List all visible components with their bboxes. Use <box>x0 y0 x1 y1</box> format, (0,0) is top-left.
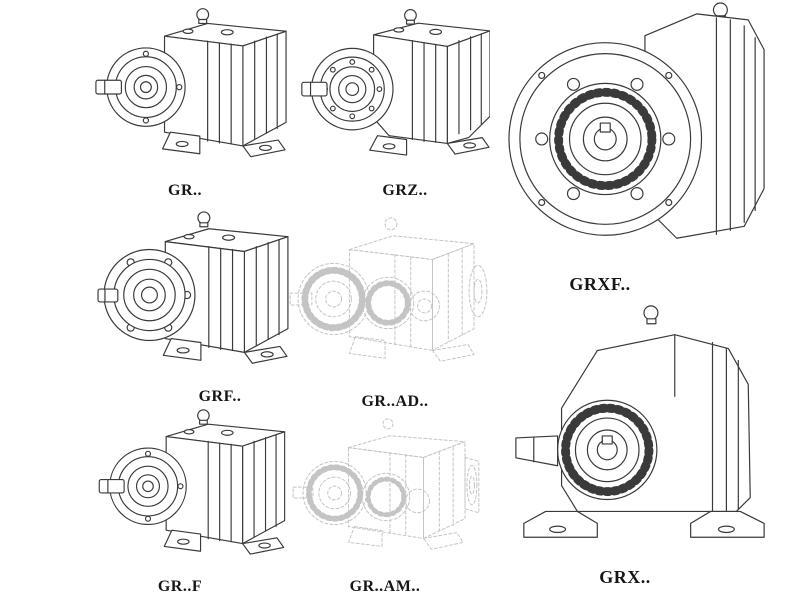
gr-f-input-shaft <box>98 479 125 494</box>
figure-gr-f <box>92 406 290 578</box>
gr-input-shaft <box>95 79 122 95</box>
figure-label-grxf: GRXF.. <box>569 274 631 294</box>
gr-ad-input-shaft <box>289 292 313 306</box>
gearbox-illustration-grx <box>515 305 765 538</box>
gr-am-gears <box>302 460 430 526</box>
gearbox-illustration-grxf <box>508 2 765 239</box>
gearbox-illustration-grz <box>301 8 490 156</box>
gearbox-illustration-gr-am <box>292 418 480 550</box>
figure-label-gr-am: GR..AM.. <box>349 578 421 595</box>
gr-am-motor-flange <box>464 456 480 514</box>
grf-feet <box>162 337 288 364</box>
grz-bearing-hub <box>310 47 394 131</box>
grxf-flange <box>508 42 703 236</box>
grz-input-shaft <box>301 81 328 97</box>
gr-ad-feet <box>348 336 475 362</box>
figure-label-gr-ad: GR..AD.. <box>361 393 429 410</box>
figure-label-gr: GR.. <box>168 182 202 199</box>
figure-label-grf: GRF.. <box>198 388 242 405</box>
gr-ad-adapter <box>468 264 488 318</box>
figure-label-gr-f: GR..F <box>157 578 203 595</box>
gr-am-housing <box>347 418 466 539</box>
gr-f-feet <box>163 529 285 555</box>
gearbox-illustration-grf <box>97 211 289 364</box>
gr-bearing-hub <box>106 47 186 127</box>
gr-feet <box>161 131 286 158</box>
figure-gr-ad <box>284 212 492 390</box>
figure-grz <box>296 4 490 182</box>
gr-housing <box>163 8 287 147</box>
gearbox-illustration-gr-ad <box>289 217 488 362</box>
gr-am-input-shaft <box>292 486 314 499</box>
grx-input-shaft <box>515 435 559 467</box>
gr-am-feet <box>347 526 464 550</box>
grf-input-shaft <box>97 288 119 303</box>
gr-ad-housing <box>348 217 475 351</box>
grz-housing <box>373 8 490 145</box>
figure-gr <box>92 4 288 182</box>
gr-f-housing <box>165 409 286 545</box>
gr-f-bearing-hub <box>109 447 187 526</box>
gr-ad-gears <box>297 262 440 336</box>
figure-label-grz: GRZ.. <box>382 182 428 199</box>
figure-grx <box>500 300 783 562</box>
grx-bearing-hub <box>556 399 658 501</box>
figure-grf <box>92 206 290 386</box>
figure-gr-am <box>288 414 484 574</box>
gearbox-illustration-gr-f <box>98 409 286 555</box>
grf-flange <box>103 248 196 342</box>
grx-feet <box>523 510 765 538</box>
gearbox-illustration-gr <box>95 8 287 158</box>
figure-label-grx: GRX.. <box>599 567 651 587</box>
figure-grxf <box>500 0 778 270</box>
grz-feet <box>369 135 490 156</box>
